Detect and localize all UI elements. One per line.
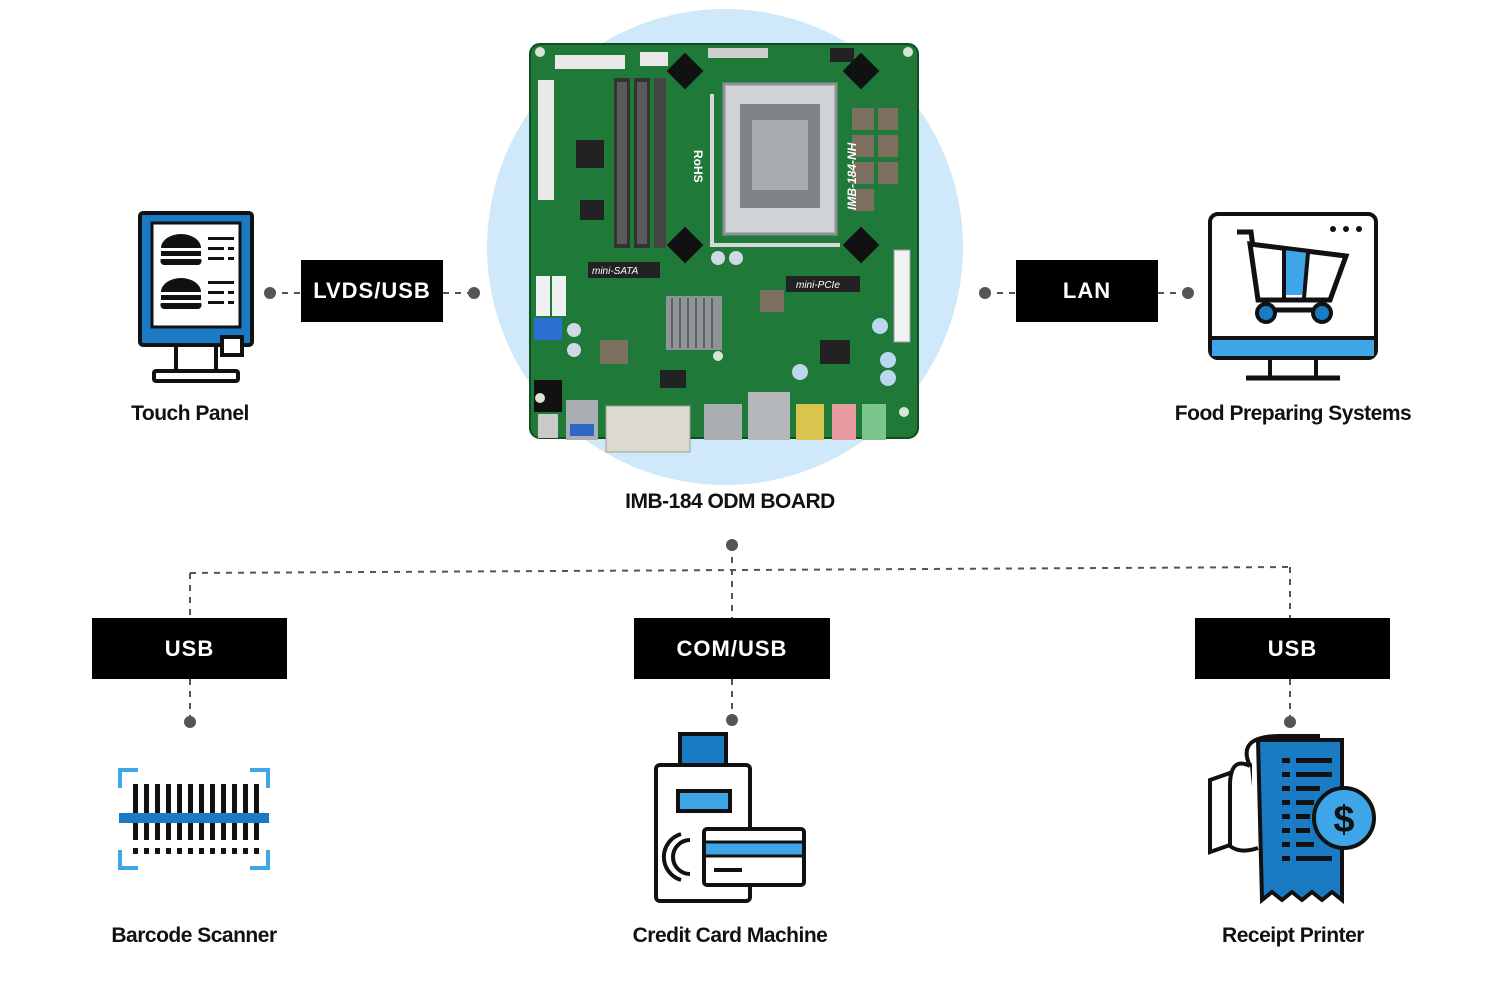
board-model-mark: IMB-184-NH xyxy=(845,142,859,210)
connector-dot xyxy=(979,287,991,299)
device-label-barcode: Barcode Scanner xyxy=(111,924,277,947)
connector-dot xyxy=(184,716,196,728)
connector-dot xyxy=(468,287,480,299)
board-label: IMB-184 ODM BOARD xyxy=(625,490,835,513)
interface-tag-lan: LAN xyxy=(1016,260,1158,322)
board-slot-mark: mini-SATA xyxy=(592,266,639,277)
interface-tag-usb-right: USB xyxy=(1195,618,1390,679)
board-rohs-mark: RoHS xyxy=(691,150,705,183)
interface-tag-com-usb: COM/USB xyxy=(634,618,830,679)
connector-dot xyxy=(264,287,276,299)
motherboard xyxy=(529,43,919,453)
device-label-receipt: Receipt Printer xyxy=(1222,924,1364,947)
svg-text:$: $ xyxy=(1333,799,1354,841)
connector-dot xyxy=(726,539,738,551)
board-slot-mark: mini-PCIe xyxy=(796,280,840,291)
device-label-touch-panel: Touch Panel xyxy=(131,402,249,425)
connector-dot xyxy=(1182,287,1194,299)
interface-tag-lvds-usb: LVDS/USB xyxy=(301,260,443,322)
connector-dot xyxy=(726,714,738,726)
device-label-credit-card: Credit Card Machine xyxy=(632,924,828,947)
interface-tag-usb-left: USB xyxy=(92,618,287,679)
device-label-food-systems: Food Preparing Systems xyxy=(1174,402,1412,425)
connector-dot xyxy=(1284,716,1296,728)
